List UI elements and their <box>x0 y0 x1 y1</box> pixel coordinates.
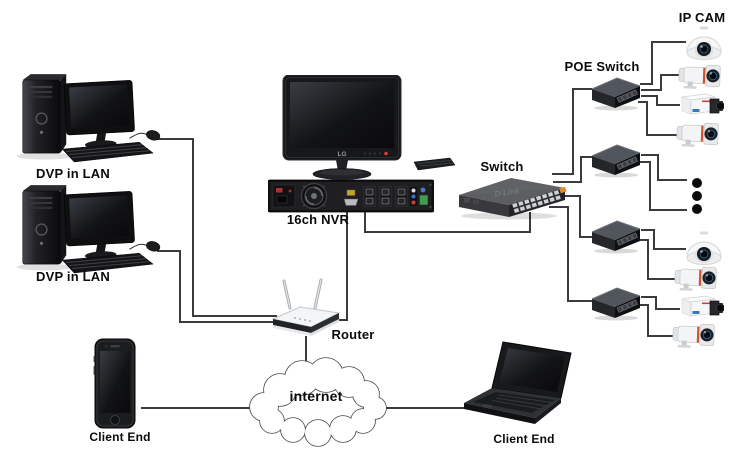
connection-poe1-bullet2 <box>638 101 677 136</box>
pc-tower <box>22 79 61 154</box>
lg-monitor: LG <box>282 75 402 180</box>
connection-poe4-box2 <box>641 296 680 310</box>
label-client-phone: Client End <box>89 430 151 444</box>
nvr-rear-panel <box>268 179 434 213</box>
connection-nvr-switch <box>364 210 531 233</box>
phone-screen <box>100 351 130 413</box>
poe-switch-4 <box>591 287 641 321</box>
box-camera-2 <box>681 295 724 317</box>
connection-poe2-more-top <box>641 154 687 181</box>
dome-camera-1 <box>686 26 722 60</box>
poe-switch-3 <box>591 220 641 254</box>
connection-switch-poe1 <box>552 88 592 175</box>
label-internet: internet <box>289 388 343 404</box>
pc-monitor <box>63 80 135 148</box>
av-jacks <box>410 187 417 206</box>
desktop-pc-2 <box>16 185 161 274</box>
connection-poe1-box1 <box>641 95 680 106</box>
poe-switch-1 <box>591 77 641 111</box>
laptop-client <box>464 341 572 424</box>
pc-mouse <box>146 130 161 141</box>
connection-poe2-more-bottom <box>638 161 687 211</box>
dlink-logo: D-Link <box>494 186 521 199</box>
pc-keyboard <box>61 141 154 163</box>
label-pc2: DVP in LAN <box>36 269 110 284</box>
label-pc1: DVP in LAN <box>36 166 110 181</box>
vga-port <box>343 198 359 206</box>
wifi-router <box>271 278 341 336</box>
switch-ports <box>511 186 567 214</box>
connection-poe1-dome1 <box>640 41 686 85</box>
nvr-keyboard <box>413 157 456 171</box>
label-router: Router <box>331 327 375 342</box>
label-poe-switch: POE Switch <box>564 59 640 74</box>
hdmi-port <box>346 189 356 196</box>
bullet-camera-3 <box>674 266 717 291</box>
nvr-fan <box>300 182 328 210</box>
dome-camera-2 <box>686 231 722 265</box>
lan-port <box>419 194 429 206</box>
connection-switch-poe4 <box>549 206 592 302</box>
connection-pc1-router <box>157 138 277 317</box>
connection-poe3-dome2 <box>641 229 686 250</box>
bullet-camera-2 <box>676 122 719 147</box>
poe-ports <box>616 89 638 103</box>
home-button <box>110 415 120 425</box>
more-cameras-ellipsis <box>692 178 702 214</box>
box-camera-1 <box>681 93 724 115</box>
connection-poe3-bullet3 <box>638 239 675 280</box>
network-switch: D-Link <box>459 178 567 220</box>
connection-switch-poe3 <box>553 195 592 238</box>
pc-tower-top <box>22 74 67 81</box>
label-switch: Switch <box>480 159 524 174</box>
label-ip-cam: IP CAM <box>678 10 726 25</box>
usb-ports <box>363 186 408 207</box>
label-client-laptop: Client End <box>493 432 555 446</box>
lg-logo: LG <box>337 151 346 158</box>
connection-pc2-router <box>157 250 277 323</box>
power-led <box>384 151 388 156</box>
bullet-camera-4 <box>672 323 715 348</box>
connection-poe4-bullet4 <box>637 304 673 337</box>
connection-switch-poe2 <box>553 156 592 183</box>
monitor-screen <box>290 82 394 148</box>
connection-poe1-bullet1 <box>641 74 681 91</box>
switch-top <box>459 178 565 205</box>
earpiece <box>110 345 120 348</box>
desktop-pc-1 <box>16 74 161 163</box>
switch-orange-tag <box>559 186 567 194</box>
smartphone-client <box>93 338 136 429</box>
laptop-screen <box>499 348 565 392</box>
label-nvr: 16ch NVR <box>286 212 350 227</box>
bullet-camera-1 <box>678 64 721 89</box>
poe-switch-2 <box>591 144 641 178</box>
